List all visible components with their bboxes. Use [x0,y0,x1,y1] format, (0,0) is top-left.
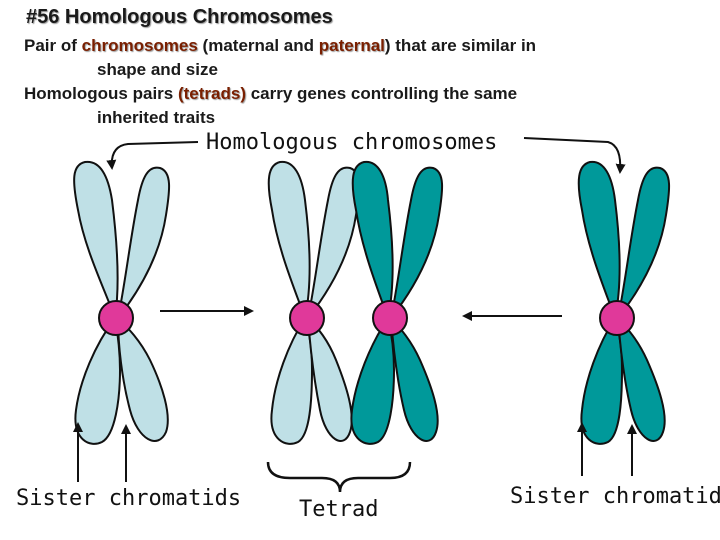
centromere-tetrad-light [289,300,325,336]
tetrad-dark-1 [351,160,394,322]
tetrad-dark-2 [390,166,444,319]
tetrad-light-2 [307,166,361,319]
chromatid-right-2-lower [616,315,666,442]
centromere-right [599,300,635,336]
slide-title: #56 Homologous Chromosomes [26,6,333,28]
tetrad-light-1 [267,160,311,322]
curved-arrow-left [106,141,199,170]
tetrad-light-2-lower [306,315,353,442]
tetrads-highlight: (tetrads) [177,84,246,103]
chromatid-right-2 [617,166,671,319]
definition-line-3: Homologous pairs (tetrads) carry genes c… [24,84,518,103]
definition-line-2: shape and size [97,60,218,79]
chromatid-right-1-lower [580,315,624,445]
homologous-chromosomes-label: Homologous chromosomes [206,130,498,155]
chromatid-left-2 [117,166,171,319]
centromere-tetrad-dark [372,300,408,336]
tetrad-dark-1-lower [350,315,396,445]
definition-line-4: inherited traits [97,108,216,127]
centromere-left [98,300,134,336]
tetrad-dark-2-lower [389,315,439,442]
tetrad-label: Tetrad [299,497,379,522]
curved-arrow-right [523,137,626,174]
paternal-highlight: paternal [318,36,385,55]
tetrad-chromosomes [267,160,444,445]
tetrad-light-1-lower [270,315,314,445]
chromatid-left-1-lower [74,315,122,445]
chromosomes-highlight: chromosomes [81,36,198,55]
right-chromosome [577,160,671,445]
chromatid-left-2-lower [116,315,169,442]
tetrad-brace [266,461,412,493]
sister-chromatids-left-label: Sister chromatids [16,486,242,511]
chromatid-left-1 [73,160,119,319]
definition-line-1: Pair of chromosomes (maternal and patern… [24,36,537,55]
sister-chromatids-right-label: Sister chromatids [510,484,720,509]
chromatid-right-1 [577,160,621,322]
left-chromosome [73,160,171,445]
